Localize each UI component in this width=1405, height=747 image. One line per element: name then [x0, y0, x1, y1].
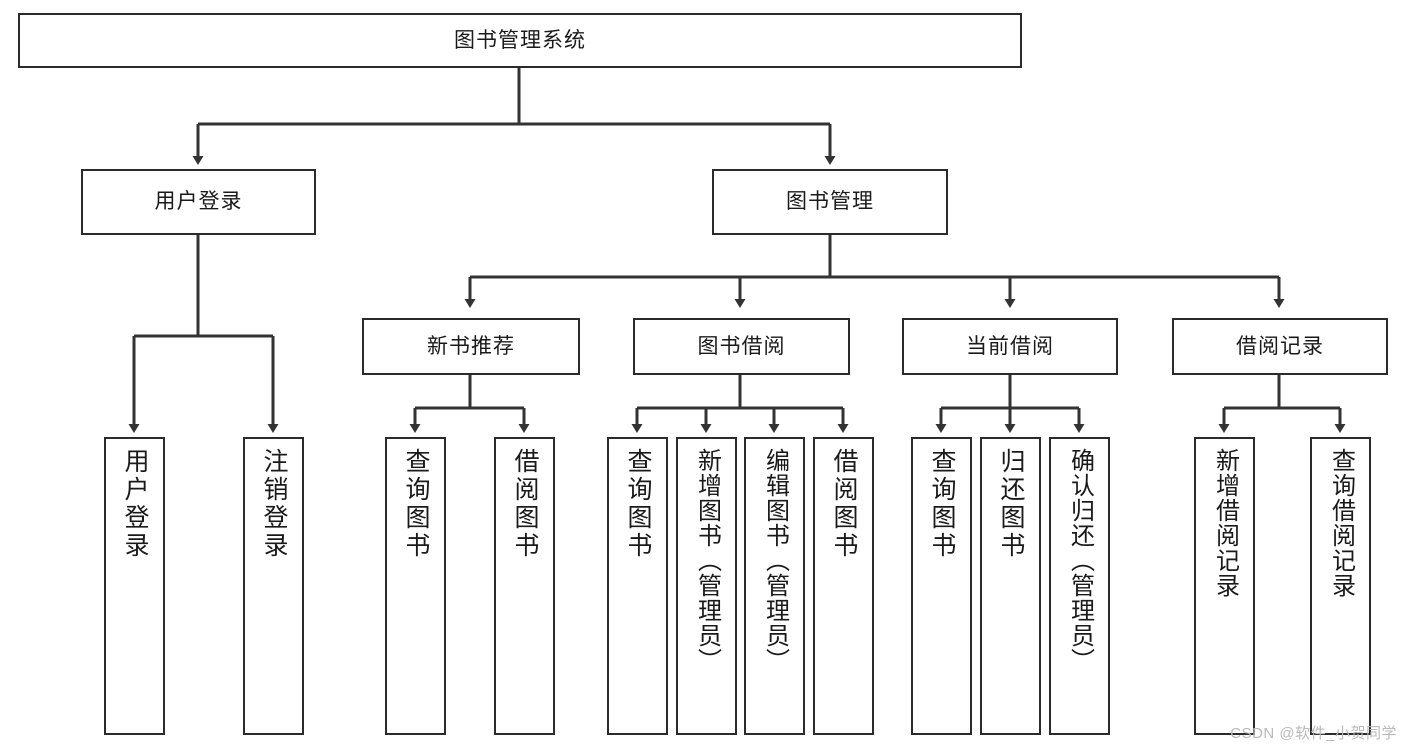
- node-label: 借阅图书: [830, 448, 858, 560]
- node-label: 用户登录: [154, 190, 243, 214]
- node-label: 查询图书: [928, 448, 956, 560]
- leaf-current-query-book[interactable]: 查询图书: [911, 437, 972, 735]
- node-label: 借阅图书: [511, 448, 539, 560]
- leaf-borrow-borrow-book[interactable]: 借阅图书: [813, 437, 874, 735]
- node-label: 编辑图书（管理员）: [761, 448, 789, 673]
- node-new-book-recommend[interactable]: 新书推荐: [362, 318, 580, 375]
- node-label: 归还图书: [997, 448, 1025, 560]
- node-label: 当前借阅: [966, 334, 1054, 358]
- node-label: 新书推荐: [427, 334, 515, 358]
- leaf-borrow-edit-book-admin[interactable]: 编辑图书（管理员）: [744, 437, 805, 735]
- node-label: 查询借阅记录: [1327, 448, 1355, 598]
- leaf-current-confirm-return-admin[interactable]: 确认归还（管理员）: [1049, 437, 1110, 735]
- node-label: 图书管理: [786, 190, 874, 214]
- node-borrow-records[interactable]: 借阅记录: [1172, 318, 1388, 375]
- leaf-borrow-add-book-admin[interactable]: 新增图书（管理员）: [676, 437, 737, 735]
- node-label: 图书借阅: [697, 334, 786, 358]
- node-label: 注销登录: [260, 448, 288, 560]
- leaf-current-return-book[interactable]: 归还图书: [980, 437, 1041, 735]
- watermark: CSDN @软件_小贺同学: [1230, 725, 1397, 742]
- node-label: 图书管理系统: [454, 28, 586, 52]
- node-label: 借阅记录: [1236, 334, 1324, 358]
- node-label: 新增图书（管理员）: [693, 448, 721, 673]
- node-book-borrow[interactable]: 图书借阅: [633, 318, 850, 375]
- node-user-login[interactable]: 用户登录: [81, 169, 316, 235]
- node-label: 查询图书: [402, 448, 430, 560]
- leaf-user-login-login[interactable]: 用户登录: [104, 437, 165, 735]
- leaf-new-book-query[interactable]: 查询图书: [385, 437, 446, 735]
- node-label: 用户登录: [121, 448, 149, 560]
- leaf-records-query-record[interactable]: 查询借阅记录: [1310, 437, 1371, 735]
- node-book-management-system[interactable]: 图书管理系统: [18, 13, 1022, 68]
- node-book-management[interactable]: 图书管理: [712, 169, 948, 235]
- leaf-new-book-borrow[interactable]: 借阅图书: [494, 437, 555, 735]
- node-label: 查询图书: [624, 448, 652, 560]
- leaf-records-add-record[interactable]: 新增借阅记录: [1194, 437, 1255, 735]
- leaf-user-login-logout[interactable]: 注销登录: [243, 437, 304, 735]
- leaf-borrow-query-book[interactable]: 查询图书: [607, 437, 668, 735]
- node-label: 新增借阅记录: [1211, 448, 1239, 598]
- node-label: 确认归还（管理员）: [1066, 448, 1094, 673]
- node-current-borrow[interactable]: 当前借阅: [902, 318, 1118, 375]
